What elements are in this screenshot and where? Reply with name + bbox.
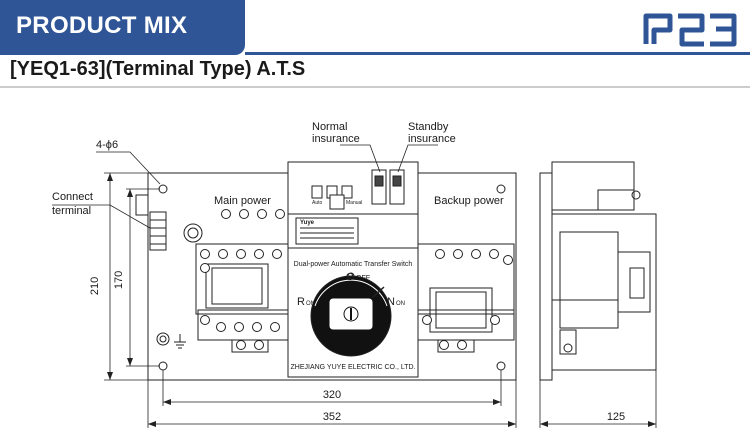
standby-insurance-label-1: Standby xyxy=(408,121,449,133)
brand-logo-icon xyxy=(643,13,737,47)
dim-352: 352 xyxy=(323,411,341,423)
n-on-label: ON xyxy=(396,301,405,307)
heading-divider xyxy=(0,86,750,88)
brand-label: Yuye xyxy=(300,220,315,226)
connect-terminal-label-2: terminal xyxy=(52,205,91,217)
terminal-screws xyxy=(200,209,513,350)
r-on-label: ON xyxy=(306,301,315,307)
header-rule xyxy=(245,52,750,55)
off-label: OFF xyxy=(356,275,370,282)
connect-terminal xyxy=(149,211,167,251)
page-heading: [YEQ1-63](Terminal Type) A.T.S xyxy=(10,58,306,80)
banner-title: PRODUCT MIX xyxy=(16,12,188,39)
side-view-base xyxy=(539,172,553,381)
dim-320: 320 xyxy=(323,389,341,401)
mounting-holes-label: 4-ϕ6 xyxy=(96,139,118,151)
manual-label: Manual xyxy=(346,200,362,206)
banner: PRODUCT MIX xyxy=(0,0,245,55)
dim-125: 125 xyxy=(607,411,625,423)
standby-fuse xyxy=(389,169,405,205)
r-position-label: R xyxy=(297,296,305,308)
auto-label: Auto xyxy=(312,200,323,206)
dim-170: 170 xyxy=(113,271,125,289)
n-position-label: N xyxy=(387,296,395,308)
standby-insurance-label-2: insurance xyxy=(408,133,456,145)
off-o-label: O xyxy=(346,272,354,283)
nameplate xyxy=(295,217,359,245)
dim-210: 210 xyxy=(89,277,101,295)
main-power-label: Main power xyxy=(214,195,271,207)
connect-terminal-label-1: Connect xyxy=(52,191,93,203)
normal-fuse xyxy=(371,169,387,205)
normal-insurance-label-2: insurance xyxy=(312,133,360,145)
switch-title-label: Dual-power Automatic Transfer Switch xyxy=(294,261,413,268)
left-ear xyxy=(135,194,149,216)
manufacturer-label: ZHEJIANG YUYE ELECTRIC CO., LTD. xyxy=(291,364,416,371)
normal-insurance-label-1: Normal xyxy=(312,121,347,133)
backup-power-label: Backup power xyxy=(434,195,504,207)
